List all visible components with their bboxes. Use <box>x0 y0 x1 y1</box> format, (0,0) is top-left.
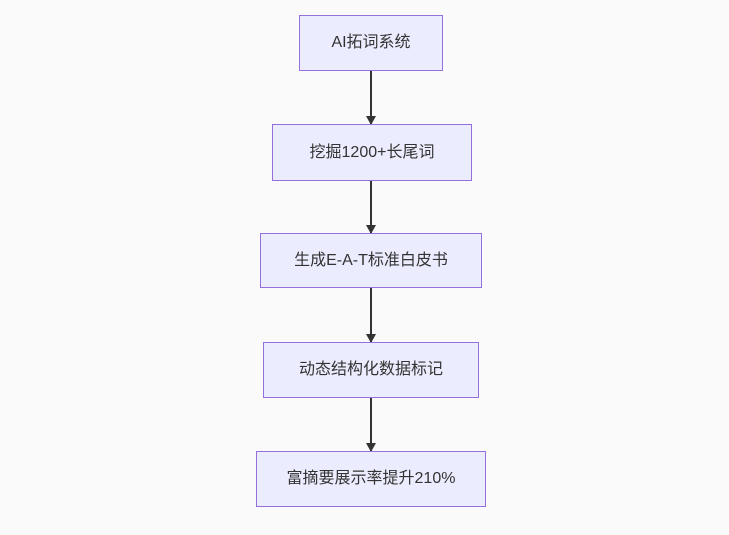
arrow-down-icon <box>366 181 376 234</box>
flow-node-label: 动态结构化数据标记 <box>298 361 443 379</box>
arrow-down-icon <box>366 288 376 343</box>
flow-node-longtail-mining: 挖掘1200+长尾词 <box>272 124 472 181</box>
flow-node-rich-snippet-rate: 富摘要展示率提升210% <box>256 451 486 507</box>
flow-node-label: 富摘要展示率提升210% <box>286 470 456 488</box>
arrow-down-icon <box>366 398 376 452</box>
flow-node-label: 生成E-A-T标准白皮书 <box>294 251 448 269</box>
flow-node-eat-whitepaper: 生成E-A-T标准白皮书 <box>260 233 482 288</box>
arrow-down-icon <box>366 71 376 125</box>
flow-node-label: 挖掘1200+长尾词 <box>309 143 435 161</box>
flow-node-label: AI拓词系统 <box>331 34 411 52</box>
flow-node-structured-data-markup: 动态结构化数据标记 <box>263 342 479 398</box>
flow-node-ai-keyword-system: AI拓词系统 <box>299 15 443 71</box>
